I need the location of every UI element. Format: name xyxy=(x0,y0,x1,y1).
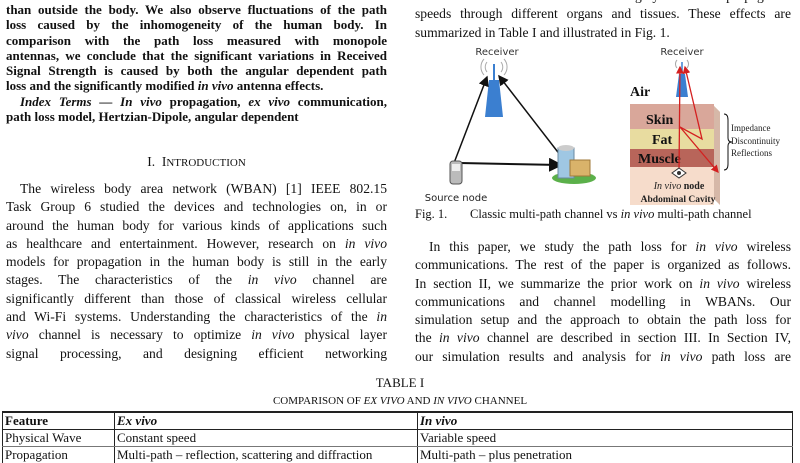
table-label: TABLE I xyxy=(0,375,800,391)
comparison-table: Feature Ex vivo In vivo Physical Wave Co… xyxy=(2,411,793,463)
text-line: loss caused by the inhomogeneity of the … xyxy=(6,17,387,32)
text-line: than outside the body. We also observe f… xyxy=(6,2,387,17)
figure-1-multipath-diagram: Receiver Source node Receiver Air xyxy=(400,40,800,210)
in-vivo-channel-diagram: Receiver Air Skin Fat Muscle Impedance D… xyxy=(630,47,780,205)
impedance-label-line: Impedance xyxy=(731,123,770,133)
text-line: Task Group 6 studied the devices and tec… xyxy=(6,198,387,216)
header-cell: In vivo xyxy=(418,412,793,430)
in-vivo-node-label: In vivo node xyxy=(653,181,705,192)
source-node-label: Source node xyxy=(425,193,487,204)
building-icon xyxy=(552,145,596,184)
table-cell: Constant speed xyxy=(115,430,418,447)
classic-channel-diagram: Receiver Source node xyxy=(425,47,596,204)
impedance-label-line: Discontinuity xyxy=(731,136,780,146)
table-row: Propagation Multi-path – reflection, sca… xyxy=(3,447,793,463)
text-line: significantly different than those of cl… xyxy=(6,290,387,308)
text-line: stages. The characteristics of the in vi… xyxy=(6,271,387,289)
impedance-label-line: Reflections xyxy=(731,148,772,158)
receiver-tower-icon xyxy=(481,59,507,117)
source-phone-icon xyxy=(450,161,462,184)
text-line: our simulation results and analysis for … xyxy=(415,348,791,366)
receiver-label: Receiver xyxy=(475,47,519,58)
text-line: signal processing, and designing efficie… xyxy=(6,345,387,363)
table-caption: COMPARISON OF EX VIVO AND IN VIVO CHANNE… xyxy=(0,395,800,407)
receiver-tower-icon xyxy=(675,60,688,97)
text-line: communications. The rest of the paper is… xyxy=(415,256,791,274)
text-line: communications and channel modelling in … xyxy=(415,293,791,311)
table-cell: Variable speed xyxy=(418,430,793,447)
receiver-label: Receiver xyxy=(660,47,704,58)
text-line: Index Terms — In vivo propagation, ex vi… xyxy=(6,94,387,109)
introduction-left-column: The wireless body area network (WBAN) [1… xyxy=(6,180,387,363)
skin-label: Skin xyxy=(646,113,673,128)
text-line: The wireless body area network (WBAN) [1… xyxy=(6,180,387,198)
section-heading-introduction: I. INTRODUCTION xyxy=(0,154,393,170)
figure-caption: Fig. 1.Classic multi-path channel vs in … xyxy=(415,207,752,222)
text-line: In section II, we summarize the prior wo… xyxy=(415,275,791,293)
text-line: In this paper, we study the path loss fo… xyxy=(415,238,791,256)
text-line: loss and the significantly modified in v… xyxy=(6,78,387,93)
fat-label: Fat xyxy=(652,133,673,148)
introduction-right-column: In this paper, we study the path loss fo… xyxy=(415,238,791,366)
right-column-top-text: such as near field effects and highly va… xyxy=(415,0,791,42)
text-line: as healthcare and entertainment. However… xyxy=(6,235,387,253)
text-line: speeds through different organs and tiss… xyxy=(415,5,791,23)
table-row: Physical Wave Constant speed Variable sp… xyxy=(3,430,793,447)
text-line: and Wi-Fi systems. Understanding the cha… xyxy=(6,308,387,326)
text-line: path loss model, Hertzian-Dipole, angula… xyxy=(6,109,387,124)
table-cell: Multi-path – plus penetration xyxy=(418,447,793,463)
table-cell: Multi-path – reflection, scattering and … xyxy=(115,447,418,463)
header-cell: Ex vivo xyxy=(115,412,418,430)
abstract: than outside the body. We also observe f… xyxy=(6,2,387,124)
text-line: antennas, we conclude that the significa… xyxy=(6,48,387,63)
text-line: comparison with the path loss measured w… xyxy=(6,33,387,48)
text-line: vivo channel is necessary to optimize in… xyxy=(6,326,387,344)
text-line: Signal Strength is caused by both the an… xyxy=(6,63,387,78)
table-cell: Physical Wave xyxy=(3,430,115,447)
header-cell: Feature xyxy=(3,412,115,430)
abdominal-cavity-label: Abdominal Cavity xyxy=(641,195,716,205)
muscle-label: Muscle xyxy=(638,152,681,167)
table-cell: Propagation xyxy=(3,447,115,463)
air-label: Air xyxy=(630,85,650,100)
table-header-row: Feature Ex vivo In vivo xyxy=(3,412,793,430)
text-line: simulation setup and the approach to obt… xyxy=(415,311,791,329)
text-line: around the human body for various kinds … xyxy=(6,217,387,235)
text-line: models for propagation in the human body… xyxy=(6,253,387,271)
text-line: the in vivo channel are described in sec… xyxy=(415,329,791,347)
